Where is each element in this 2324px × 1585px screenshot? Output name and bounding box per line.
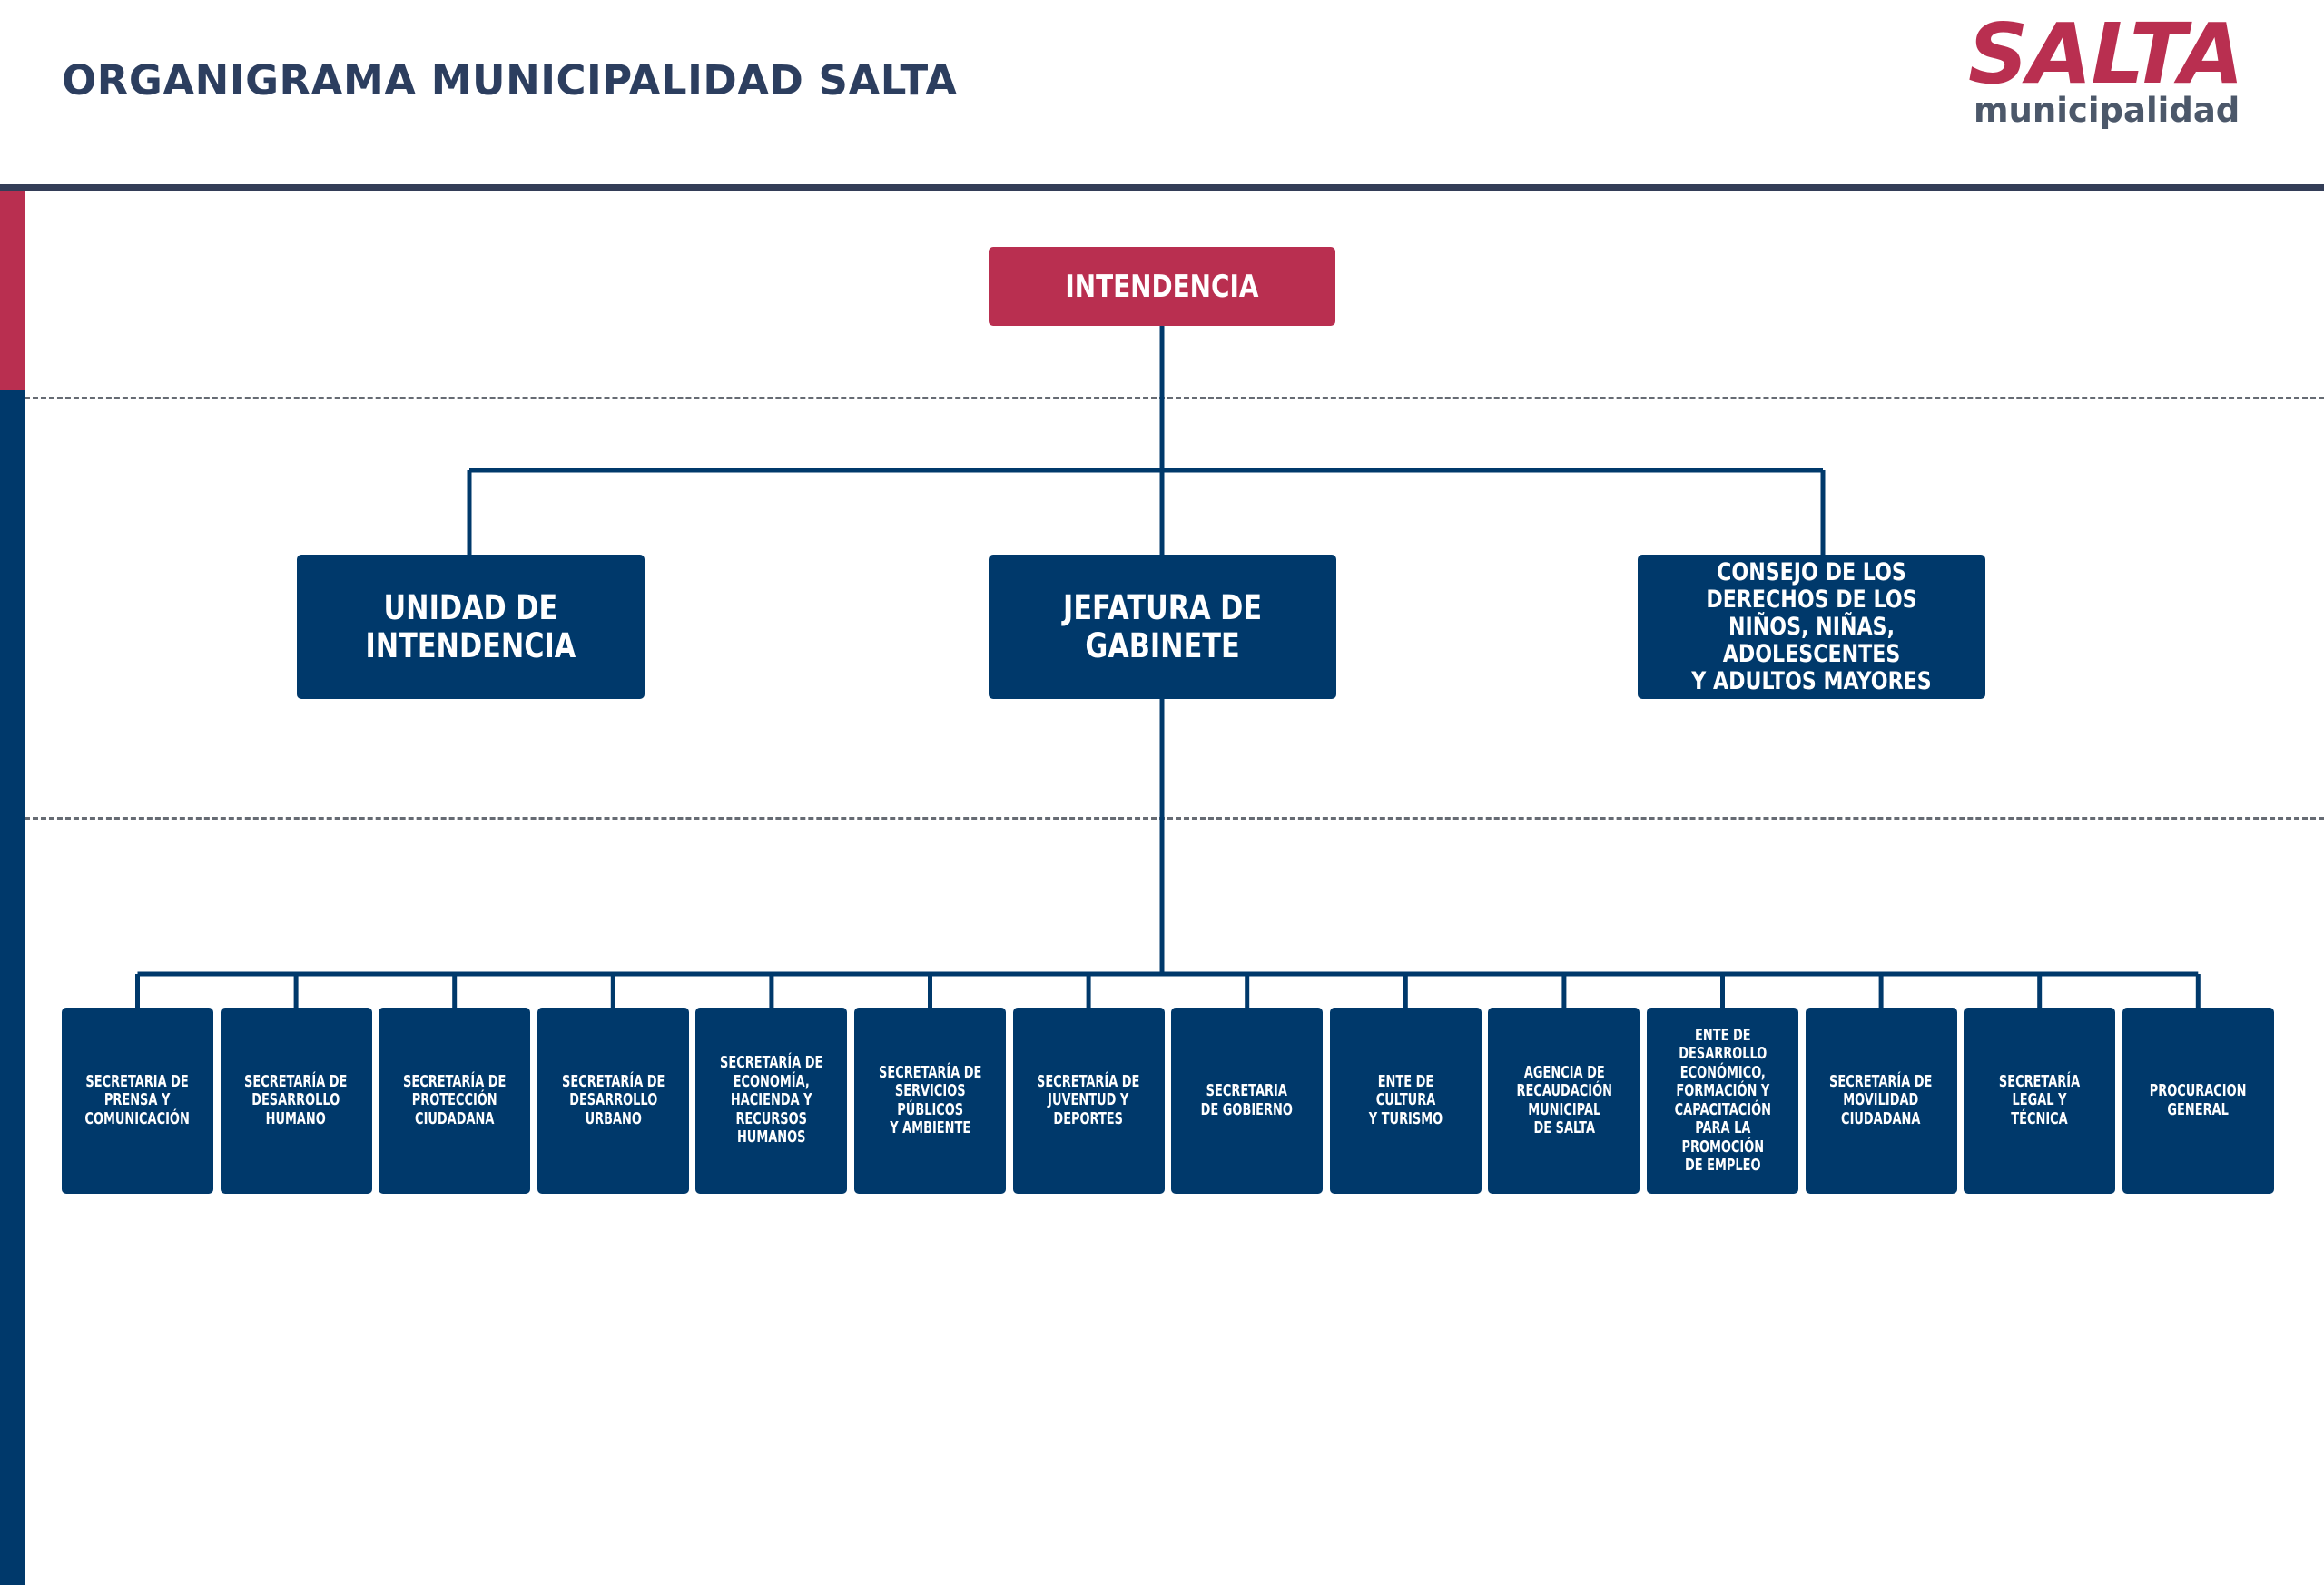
node-secretariat-8: SECRETARIA DE GOBIERNO — [1171, 1008, 1324, 1194]
node-jefatura-de-gabinete: JEFATURA DE GABINETE — [989, 555, 1336, 699]
logo-wordmark: SALTA — [1968, 5, 2244, 103]
node-secretariat-12: SECRETARÍA DE MOVILIDAD CIUDADANA — [1805, 1008, 1957, 1194]
salta-municipalidad-logo: SALTA municipalidad — [1961, 9, 2244, 132]
node-label: SECRETARÍA DE DESARROLLO URBANO — [561, 1071, 665, 1128]
page-title: ORGANIGRAMA MUNICIPALIDAD SALTA — [62, 56, 958, 104]
node-label: ENTE DE DESARROLLO ECONÓMICO, FORMACIÓN … — [1674, 1025, 1771, 1175]
node-secretariat-6: SECRETARÍA DE SERVICIOS PÚBLICOS Y AMBIE… — [854, 1008, 1006, 1194]
level-divider-1 — [25, 397, 2324, 399]
node-unidad-de-intendencia: UNIDAD DE INTENDENCIA — [297, 555, 645, 699]
node-label: SECRETARÍA DE PROTECCIÓN CIUDADANA — [403, 1071, 507, 1128]
node-label: PROCURACION GENERAL — [2149, 1081, 2247, 1119]
node-label: SECRETARÍA DE DESARROLLO HUMANO — [244, 1071, 348, 1128]
node-secretariat-7: SECRETARÍA DE JUVENTUD Y DEPORTES — [1012, 1008, 1165, 1194]
node-secretariat-13: SECRETARÍA LEGAL Y TÉCNICA — [1964, 1008, 2116, 1194]
node-consejo-derechos: CONSEJO DE LOS DERECHOS DE LOS NIÑOS, NI… — [1638, 555, 1985, 699]
node-label: SECRETARIA DE PRENSA Y COMUNICACIÓN — [84, 1071, 191, 1128]
logo-subtext: municipalidad — [1974, 91, 2240, 130]
node-label: AGENCIA DE RECAUDACIÓN MUNICIPAL DE SALT… — [1516, 1062, 1612, 1137]
node-label: SECRETARÍA DE SERVICIOS PÚBLICOS Y AMBIE… — [878, 1062, 982, 1137]
node-secretariat-1: SECRETARIA DE PRENSA Y COMUNICACIÓN — [62, 1008, 213, 1194]
node-secretariat-4: SECRETARÍA DE DESARROLLO URBANO — [537, 1008, 689, 1194]
node-intendencia: INTENDENCIA — [989, 247, 1335, 326]
header-divider — [0, 184, 2324, 191]
node-label: SECRETARIA DE GOBIERNO — [1201, 1081, 1294, 1119]
node-label: ENTE DE CULTURA Y TURISMO — [1368, 1071, 1443, 1128]
node-secretariat-14: PROCURACION GENERAL — [2122, 1008, 2274, 1194]
node-label: SECRETARÍA DE JUVENTUD Y DEPORTES — [1037, 1071, 1140, 1128]
node-secretariat-3: SECRETARÍA DE PROTECCIÓN CIUDADANA — [379, 1008, 531, 1194]
node-secretariat-2: SECRETARÍA DE DESARROLLO HUMANO — [220, 1008, 372, 1194]
node-secretariat-5: SECRETARÍA DE ECONOMÍA, HACIENDA Y RECUR… — [695, 1008, 848, 1194]
node-secretariat-9: ENTE DE CULTURA Y TURISMO — [1329, 1008, 1482, 1194]
side-accent-red — [0, 191, 25, 390]
node-secretariat-10: AGENCIA DE RECAUDACIÓN MUNICIPAL DE SALT… — [1488, 1008, 1640, 1194]
node-label: SECRETARÍA LEGAL Y TÉCNICA — [1999, 1071, 2081, 1128]
side-accent-blue — [0, 390, 25, 1585]
node-label: SECRETARÍA DE MOVILIDAD CIUDADANA — [1829, 1071, 1933, 1128]
node-secretariat-11: ENTE DE DESARROLLO ECONÓMICO, FORMACIÓN … — [1647, 1008, 1798, 1194]
node-label: SECRETARÍA DE ECONOMÍA, HACIENDA Y RECUR… — [720, 1053, 823, 1147]
level-divider-2 — [25, 817, 2324, 820]
